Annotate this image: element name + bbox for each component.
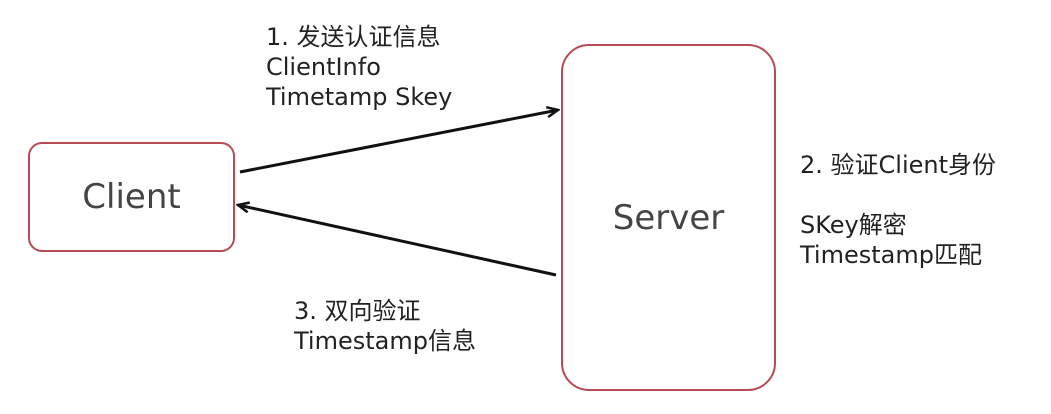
response-timestamp-text: Timestamp信息 [294,327,476,355]
request-timestamp-skey-text: Timetamp Skey [266,83,453,111]
skey-decrypt-text: SKey解密 [800,211,907,239]
client-node-label: Client [82,177,181,217]
arrow-server-to-client [238,205,557,277]
response-edge-label: 3. 双向验证 Timestamp信息 [294,296,476,356]
timestamp-match-text: Timestamp匹配 [800,241,982,269]
arrow-client-to-server [239,110,558,174]
note-spacer [800,180,996,210]
request-clientinfo-text: ClientInfo [266,53,381,81]
request-step-text: 1. 发送认证信息 [266,23,441,51]
client-node: Client [28,142,235,252]
verify-step-text: 2. 验证Client身份 [800,151,997,179]
response-step-text: 3. 双向验证 [294,297,421,325]
server-node: Server [561,44,776,391]
server-node-label: Server [612,197,725,238]
server-verification-note: 2. 验证Client身份 SKey解密 Timestamp匹配 [800,150,996,270]
request-edge-label: 1. 发送认证信息 ClientInfo Timetamp Skey [266,22,452,112]
